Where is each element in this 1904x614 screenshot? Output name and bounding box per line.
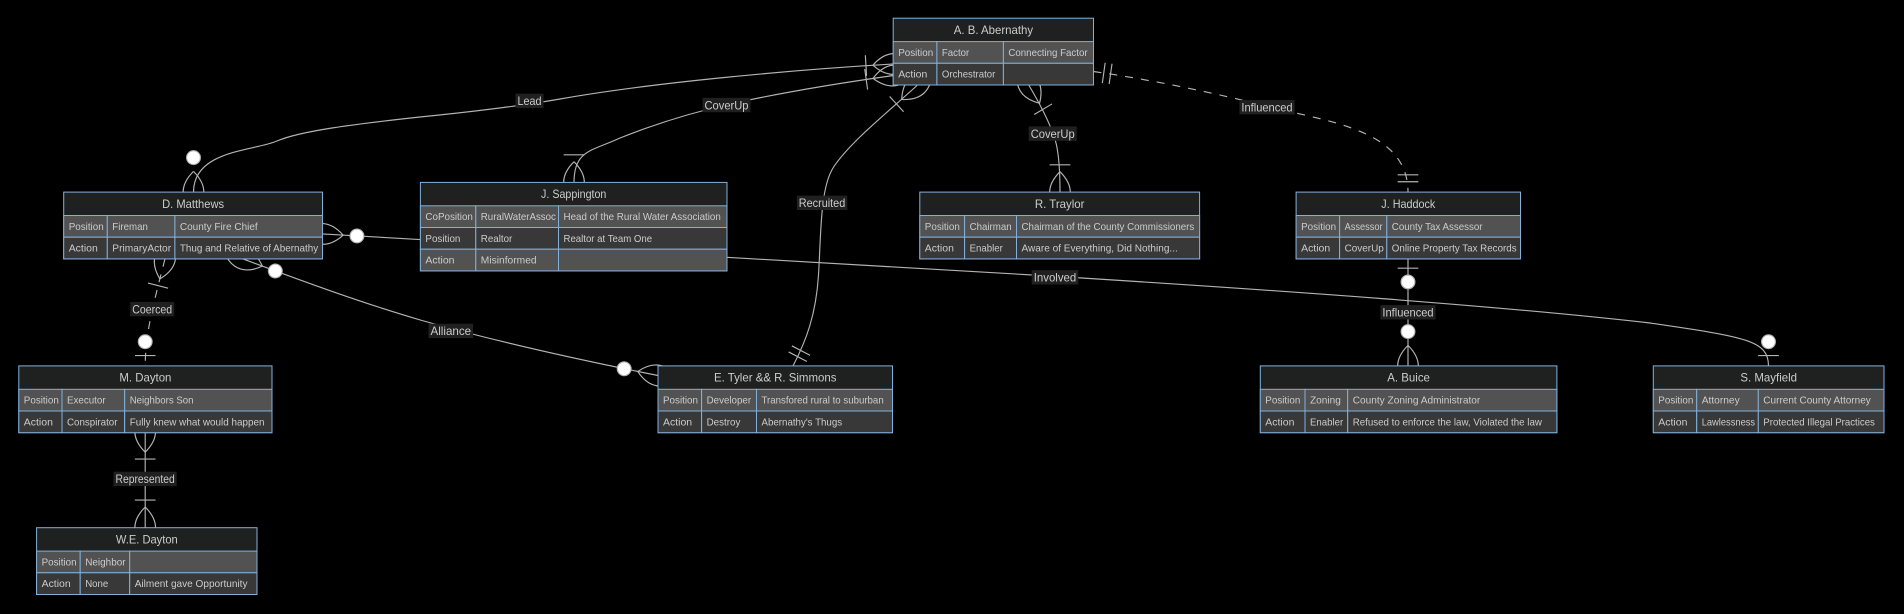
svg-text:Chairman of the County Commiss: Chairman of the County Commissioners — [1022, 221, 1195, 233]
svg-text:Neighbor: Neighbor — [85, 557, 126, 569]
svg-text:Action: Action — [69, 243, 98, 255]
svg-text:Position: Position — [42, 557, 77, 569]
svg-text:CoverUp: CoverUp — [1345, 243, 1384, 255]
svg-text:J. Haddock: J. Haddock — [1381, 197, 1436, 211]
svg-text:CoverUp: CoverUp — [705, 98, 749, 112]
svg-text:D. Matthews: D. Matthews — [162, 197, 224, 211]
svg-text:Current County Attorney: Current County Attorney — [1763, 395, 1871, 407]
svg-text:CoverUp: CoverUp — [1031, 127, 1075, 141]
svg-text:Action: Action — [925, 243, 954, 255]
svg-text:RuralWaterAssoc: RuralWaterAssoc — [481, 211, 556, 223]
svg-text:Action: Action — [1658, 416, 1687, 428]
svg-text:Influenced: Influenced — [1241, 101, 1292, 115]
svg-text:Abernathy's Thugs: Abernathy's Thugs — [762, 416, 843, 428]
svg-text:Ailment gave Opportunity: Ailment gave Opportunity — [135, 578, 249, 590]
svg-text:Position: Position — [925, 221, 960, 233]
svg-text:County Tax Assessor: County Tax Assessor — [1392, 221, 1483, 233]
svg-text:Zoning: Zoning — [1310, 395, 1341, 407]
svg-text:Transfored rural to suburban: Transfored rural to suburban — [762, 395, 884, 407]
svg-text:Position: Position — [69, 221, 104, 233]
svg-text:CoPosition: CoPosition — [425, 211, 473, 223]
svg-text:Enabler: Enabler — [1310, 416, 1344, 428]
svg-text:Realtor: Realtor — [481, 233, 513, 245]
svg-text:Attorney: Attorney — [1702, 395, 1741, 407]
svg-text:Action: Action — [1265, 416, 1294, 428]
svg-text:Position: Position — [1265, 395, 1300, 407]
svg-text:None: None — [85, 578, 108, 590]
svg-text:Realtor at Team One: Realtor at Team One — [564, 233, 653, 245]
svg-text:Action: Action — [663, 416, 692, 428]
svg-text:Position: Position — [24, 395, 59, 407]
svg-text:M. Dayton: M. Dayton — [119, 371, 171, 385]
svg-text:Destroy: Destroy — [707, 416, 741, 428]
svg-text:Executor: Executor — [67, 395, 106, 407]
svg-text:Connecting Factor: Connecting Factor — [1008, 47, 1088, 59]
svg-text:A. Buice: A. Buice — [1387, 371, 1430, 385]
svg-text:Action: Action — [1301, 243, 1330, 255]
svg-text:Orchestrator: Orchestrator — [942, 69, 996, 81]
svg-text:Represented: Represented — [116, 472, 175, 486]
svg-text:A. B. Abernathy: A. B. Abernathy — [954, 23, 1033, 37]
svg-text:Position: Position — [1301, 221, 1336, 233]
svg-text:Thug and Relative of Abernathy: Thug and Relative of Abernathy — [180, 243, 319, 255]
svg-text:Enabler: Enabler — [970, 243, 1004, 255]
svg-text:Fully knew what would happen: Fully knew what would happen — [130, 416, 265, 428]
svg-text:Action: Action — [898, 69, 927, 81]
svg-text:Position: Position — [663, 395, 698, 407]
svg-text:R. Traylor: R. Traylor — [1035, 197, 1085, 211]
svg-text:Online Property Tax Records: Online Property Tax Records — [1392, 243, 1517, 255]
svg-text:Neighbors Son: Neighbors Son — [130, 395, 194, 407]
svg-text:S. Mayfield: S. Mayfield — [1740, 371, 1797, 385]
svg-text:Influenced: Influenced — [1382, 306, 1433, 320]
svg-text:Chairman: Chairman — [970, 221, 1012, 233]
svg-text:Protected Illegal Practices: Protected Illegal Practices — [1763, 416, 1875, 428]
svg-text:Head of the Rural Water Associ: Head of the Rural Water Association — [564, 211, 721, 223]
svg-text:Position: Position — [898, 47, 933, 59]
svg-text:E. Tyler && R. Simmons: E. Tyler && R. Simmons — [714, 371, 837, 385]
svg-text:Position: Position — [425, 233, 460, 245]
svg-text:Aware of Everything, Did Nothi: Aware of Everything, Did Nothing... — [1022, 243, 1178, 255]
svg-text:PrimaryActor: PrimaryActor — [112, 243, 171, 255]
svg-text:Lawlessness: Lawlessness — [1702, 416, 1755, 428]
svg-text:County Fire Chief: County Fire Chief — [180, 221, 258, 233]
svg-text:Assessor: Assessor — [1345, 221, 1383, 233]
svg-text:Action: Action — [425, 255, 454, 267]
svg-text:Coerced: Coerced — [132, 302, 172, 316]
svg-text:Refused to enforce the law, Vi: Refused to enforce the law, Violated the… — [1353, 416, 1543, 428]
svg-text:Action: Action — [42, 578, 71, 590]
svg-text:Fireman: Fireman — [112, 221, 148, 233]
svg-text:Position: Position — [1658, 395, 1693, 407]
svg-text:Lead: Lead — [518, 94, 542, 108]
svg-text:Developer: Developer — [707, 395, 752, 407]
svg-text:W.E. Dayton: W.E. Dayton — [116, 533, 178, 547]
svg-text:Misinformed: Misinformed — [481, 255, 537, 267]
svg-text:Involved: Involved — [1034, 271, 1077, 285]
svg-text:Action: Action — [24, 416, 53, 428]
svg-text:Recruited: Recruited — [799, 196, 846, 210]
svg-text:Alliance: Alliance — [431, 324, 472, 338]
svg-text:J. Sappington: J. Sappington — [541, 187, 606, 201]
svg-text:Factor: Factor — [942, 47, 970, 59]
svg-text:County Zoning Administrator: County Zoning Administrator — [1353, 395, 1481, 407]
svg-text:Conspirator: Conspirator — [67, 416, 118, 428]
